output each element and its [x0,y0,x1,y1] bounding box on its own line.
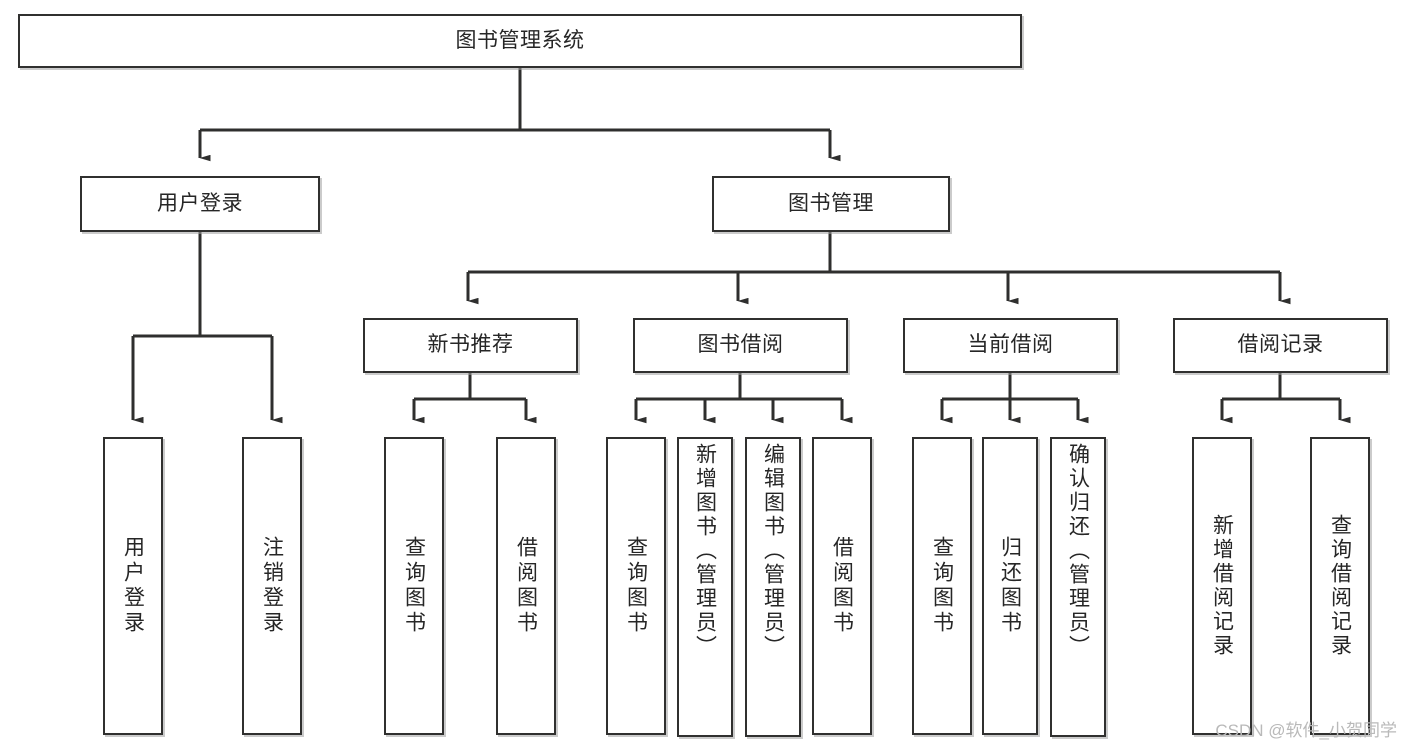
node-book-management[interactable]: 图书管理 [712,176,950,232]
node-leaf-user-logout[interactable]: 注销登录 [242,437,302,735]
node-leaf-user-login[interactable]: 用户登录 [103,437,163,735]
node-book-management-system[interactable]: 图书管理系统 [18,14,1022,68]
node-label: 归还图书 [998,536,1022,636]
node-label: 查询借阅记录 [1328,514,1352,658]
node-leaf-query-book-2[interactable]: 查询图书 [606,437,666,735]
node-current-borrow[interactable]: 当前借阅 [903,318,1118,373]
node-label: 查询图书 [930,536,954,636]
node-leaf-add-book[interactable]: 新增图书（管理员） [677,437,733,737]
node-label: 编辑图书（管理员） [761,443,785,659]
node-book-borrow[interactable]: 图书借阅 [633,318,848,373]
node-label: 借阅图书 [830,536,854,636]
node-leaf-confirm-return[interactable]: 确认归还（管理员） [1050,437,1106,737]
node-label: 借阅记录 [1237,333,1324,357]
node-label: 用户登录 [121,536,145,636]
node-leaf-edit-book[interactable]: 编辑图书（管理员） [745,437,801,737]
node-leaf-borrow-book-2[interactable]: 借阅图书 [812,437,872,735]
node-leaf-query-book-1[interactable]: 查询图书 [384,437,444,735]
node-label: 图书管理系统 [455,28,585,52]
node-leaf-query-book-3[interactable]: 查询图书 [912,437,972,735]
node-label: 查询图书 [624,536,648,636]
node-label: 新增图书（管理员） [693,443,717,659]
node-label: 新书推荐 [427,333,514,357]
node-borrow-record[interactable]: 借阅记录 [1173,318,1388,373]
node-label: 注销登录 [260,536,284,636]
node-label: 图书借阅 [697,333,784,357]
csdn-watermark: CSDN @软件_小贺同学 [1215,721,1397,740]
node-label: 图书管理 [788,191,874,215]
node-label: 新增借阅记录 [1210,514,1234,658]
node-user-login[interactable]: 用户登录 [80,176,320,232]
node-leaf-return-book[interactable]: 归还图书 [982,437,1038,735]
node-label: 当前借阅 [967,333,1054,357]
node-leaf-borrow-book-1[interactable]: 借阅图书 [496,437,556,735]
node-label: 确认归还（管理员） [1066,443,1090,659]
node-leaf-query-record[interactable]: 查询借阅记录 [1310,437,1370,735]
node-label: 借阅图书 [514,536,538,636]
node-leaf-add-record[interactable]: 新增借阅记录 [1192,437,1252,735]
node-new-book-recommend[interactable]: 新书推荐 [363,318,578,373]
node-label: 用户登录 [157,191,243,215]
node-label: 查询图书 [402,536,426,636]
